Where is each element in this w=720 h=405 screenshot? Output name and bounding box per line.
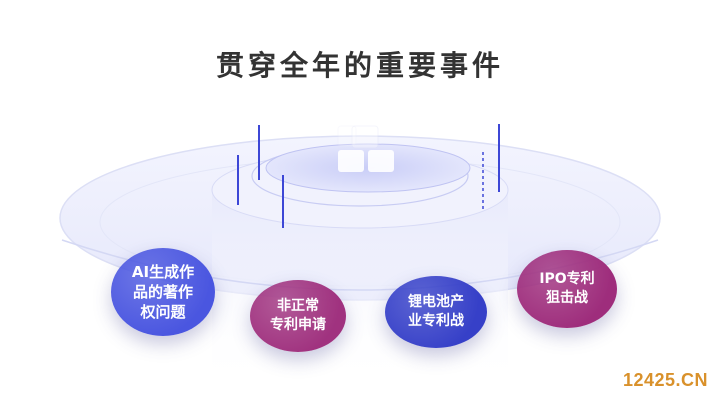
watermark: 12425.CN: [622, 370, 708, 390]
event-label: AI生成作 品的著作 权问题: [131, 262, 195, 322]
event-label: IPO专利 狙击战: [539, 271, 595, 306]
event-bubble-ipo-patent: IPO专利 狙击战: [517, 250, 617, 328]
event-label: 锂电池产 业专利战: [408, 294, 464, 329]
event-bubble-ai-copyright: AI生成作 品的著作 权问题: [111, 248, 215, 336]
cube-icons: [337, 125, 394, 172]
page-title: 贯穿全年的重要事件: [215, 49, 504, 82]
event-bubble-abnormal-patent: 非正常 专利申请: [250, 280, 346, 352]
event-label: 非正常 专利申请: [270, 298, 326, 333]
event-bubble-lithium-patent-war: 锂电池产 业专利战: [385, 276, 487, 348]
